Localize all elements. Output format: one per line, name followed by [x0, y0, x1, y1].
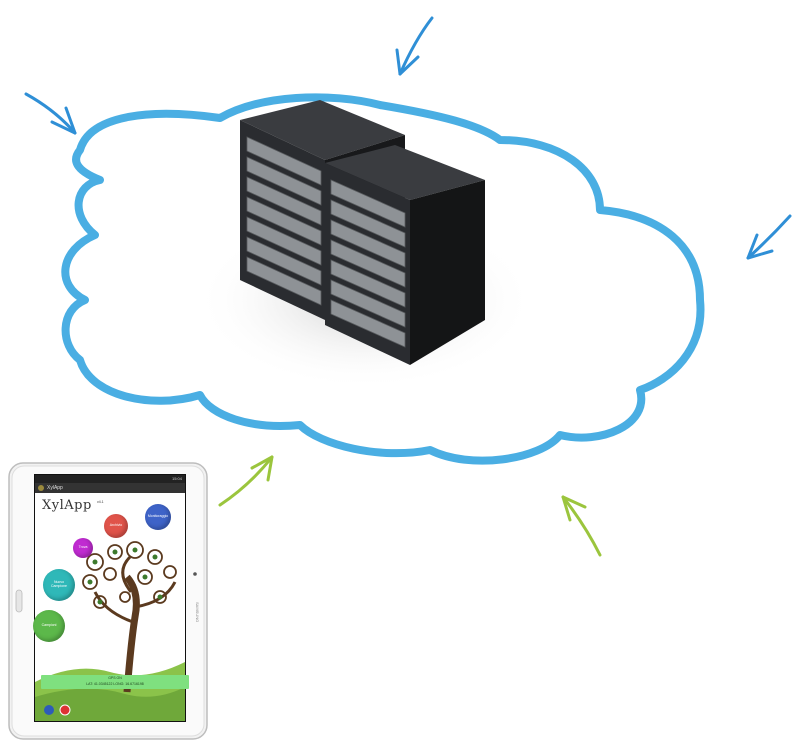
institution-logo [59, 704, 71, 716]
camera-icon [193, 572, 197, 576]
svg-text:SAMSUNG: SAMSUNG [195, 602, 200, 622]
blue-arrow-icon [24, 92, 77, 135]
app-title: XylApp [47, 485, 63, 491]
archivio-label: Archivio [109, 523, 123, 528]
nuovo-campione-button[interactable]: Nuovo Campione [43, 569, 75, 601]
status-bar: 15:04 [35, 475, 185, 483]
status-time: 15:04 [171, 476, 182, 481]
nuovo-campione-label: Nuovo Campione [51, 580, 67, 588]
server-rack-icon [240, 100, 485, 365]
green-arrow-icon [561, 495, 602, 557]
app-bar: XylApp [35, 483, 185, 493]
app-logo: XylApp [42, 498, 92, 513]
home-button [15, 589, 23, 613]
campioni-label: Campioni [41, 623, 57, 628]
archivio-button[interactable]: Archivio [104, 514, 128, 538]
app-version: v4.1 [97, 500, 104, 504]
green-arrow-icon [218, 455, 274, 507]
monitoraggio-label: Monitoraggio [147, 514, 169, 519]
gps-status-bar: GPS ON LAT: 41.0345122 LONG: 16.6716198 [41, 675, 189, 689]
gps-coordinates: LAT: 41.0345122 LONG: 16.6716198 [86, 682, 144, 686]
blue-arrow-icon [746, 214, 792, 260]
gps-status: GPS ON [108, 676, 122, 680]
trova-label: Trova [78, 545, 88, 550]
campioni-button[interactable]: Campioni [33, 610, 65, 642]
tablet-device: SAMSUNG 15:04 XylApp XylApp v4.1 Monitor… [8, 462, 208, 740]
university-logo [44, 705, 54, 715]
monitoraggio-button[interactable]: Monitoraggio [145, 504, 171, 530]
trova-button[interactable]: Trova [73, 538, 93, 558]
app-icon [38, 484, 44, 491]
blue-arrow-icon [395, 16, 434, 76]
